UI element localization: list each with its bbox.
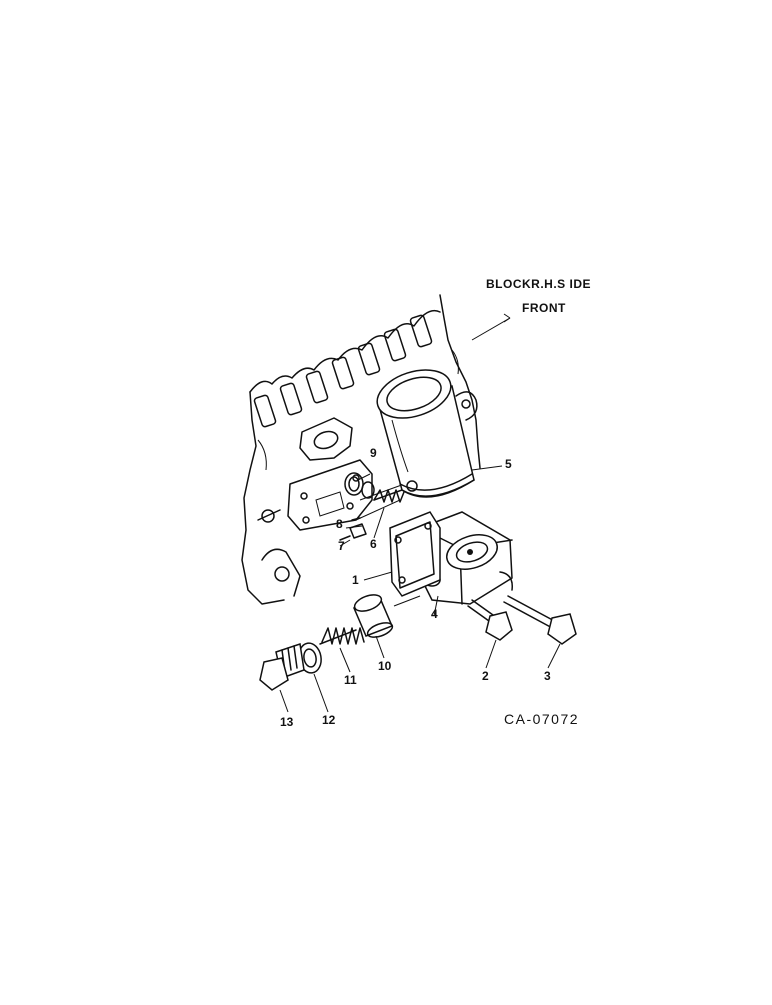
valve-spring (319, 627, 365, 645)
long-bolt (503, 595, 577, 645)
relief-valve-parts (339, 472, 418, 541)
washer (298, 642, 322, 674)
header-line-1: BLOCKR.H.S IDE (486, 277, 591, 291)
leader-lines (279, 313, 561, 713)
callout-3: 3 (544, 669, 551, 683)
callout-9: 9 (370, 446, 377, 460)
adapter-plate (389, 511, 441, 597)
callout-2: 2 (482, 669, 489, 683)
callout-6: 6 (370, 537, 377, 551)
engine-block (241, 294, 481, 605)
header-line-2: FRONT (522, 301, 566, 315)
callout-8: 8 (336, 517, 343, 531)
plug (259, 643, 305, 691)
oil-filter (376, 369, 475, 498)
plunger (353, 594, 421, 638)
callout-11: 11 (344, 673, 357, 687)
callout-10: 10 (378, 659, 392, 673)
callout-7: 7 (338, 539, 345, 553)
block-mounting-pad (287, 417, 411, 531)
short-bolt (467, 599, 513, 641)
callout-1: 1 (352, 573, 359, 587)
callout-5: 5 (505, 457, 512, 471)
callout-12: 12 (322, 713, 336, 727)
callout-13: 13 (280, 715, 294, 729)
reference-code: CA-07072 (504, 711, 579, 727)
block-ports (253, 314, 433, 428)
callout-4: 4 (431, 607, 438, 621)
